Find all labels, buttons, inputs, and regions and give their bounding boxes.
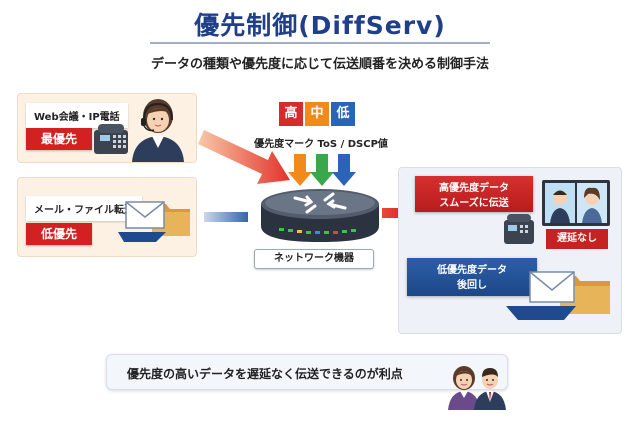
mail-source-label: メール・ファイル転送 bbox=[26, 196, 142, 221]
page-subtitle: データの種類や優先度に応じて伝送順番を決める制御手法 bbox=[150, 57, 489, 72]
page-title: 優先制御(DiffServ) bbox=[194, 11, 446, 40]
router-icon bbox=[261, 189, 379, 242]
marker-down-arrows bbox=[288, 154, 356, 186]
arrow-down-orange-icon bbox=[288, 154, 312, 186]
priority-marker-label: 優先度マーク ToS / DSCP値 bbox=[254, 139, 388, 150]
router-status-lights bbox=[279, 228, 356, 234]
benefit-text: 優先度の高いデータを遅延なく伝送できるのが利点 bbox=[127, 367, 403, 381]
desk-phone-icon bbox=[94, 124, 128, 154]
business-people-illustration bbox=[448, 366, 506, 410]
arrow-down-green-icon bbox=[310, 154, 334, 186]
priority-level-high: 高 bbox=[279, 102, 303, 126]
tray-icon bbox=[506, 306, 576, 320]
low-priority-input-arrow bbox=[204, 212, 248, 222]
priority-level-low: 低 bbox=[331, 102, 355, 126]
tray-icon bbox=[118, 232, 166, 242]
low-priority-output-banner: 低優先度データ 後回し bbox=[407, 258, 537, 296]
arrow-down-blue-icon bbox=[332, 154, 356, 186]
voip-priority-tag: 最優先 bbox=[26, 128, 92, 150]
high-output-line1: 高優先度データ bbox=[439, 183, 509, 194]
envelope-icon bbox=[125, 201, 165, 229]
man-person-icon bbox=[474, 368, 506, 410]
monitor-icon bbox=[542, 180, 610, 226]
mail-illustration bbox=[118, 201, 190, 242]
low-output-line1: 低優先度データ bbox=[437, 265, 507, 276]
high-priority-output-banner: 高優先度データ スムーズに伝送 bbox=[415, 176, 533, 212]
priority-level-mid: 中 bbox=[305, 102, 329, 126]
mail-priority-tag: 低優先 bbox=[26, 223, 92, 245]
high-output-line2: スムーズに伝送 bbox=[439, 198, 509, 209]
deferred-mail-illustration bbox=[506, 271, 610, 320]
voip-illustration bbox=[94, 99, 184, 162]
high-priority-input-arrow bbox=[198, 130, 290, 184]
video-call-illustration bbox=[504, 180, 610, 244]
operator-person-icon bbox=[132, 99, 184, 162]
low-output-line2: 後回し bbox=[457, 280, 487, 291]
voip-source-label: Web会議・IP電話 bbox=[26, 103, 128, 128]
no-delay-badge: 遅延なし bbox=[546, 229, 608, 249]
woman-person-icon bbox=[448, 366, 480, 410]
network-device-label: ネットワーク機器 bbox=[254, 249, 374, 269]
benefit-callout: 優先度の高いデータを遅延なく伝送できるのが利点 bbox=[106, 354, 508, 390]
title-divider bbox=[150, 42, 490, 44]
envelope-icon bbox=[529, 271, 575, 303]
desk-phone-icon bbox=[504, 214, 534, 244]
